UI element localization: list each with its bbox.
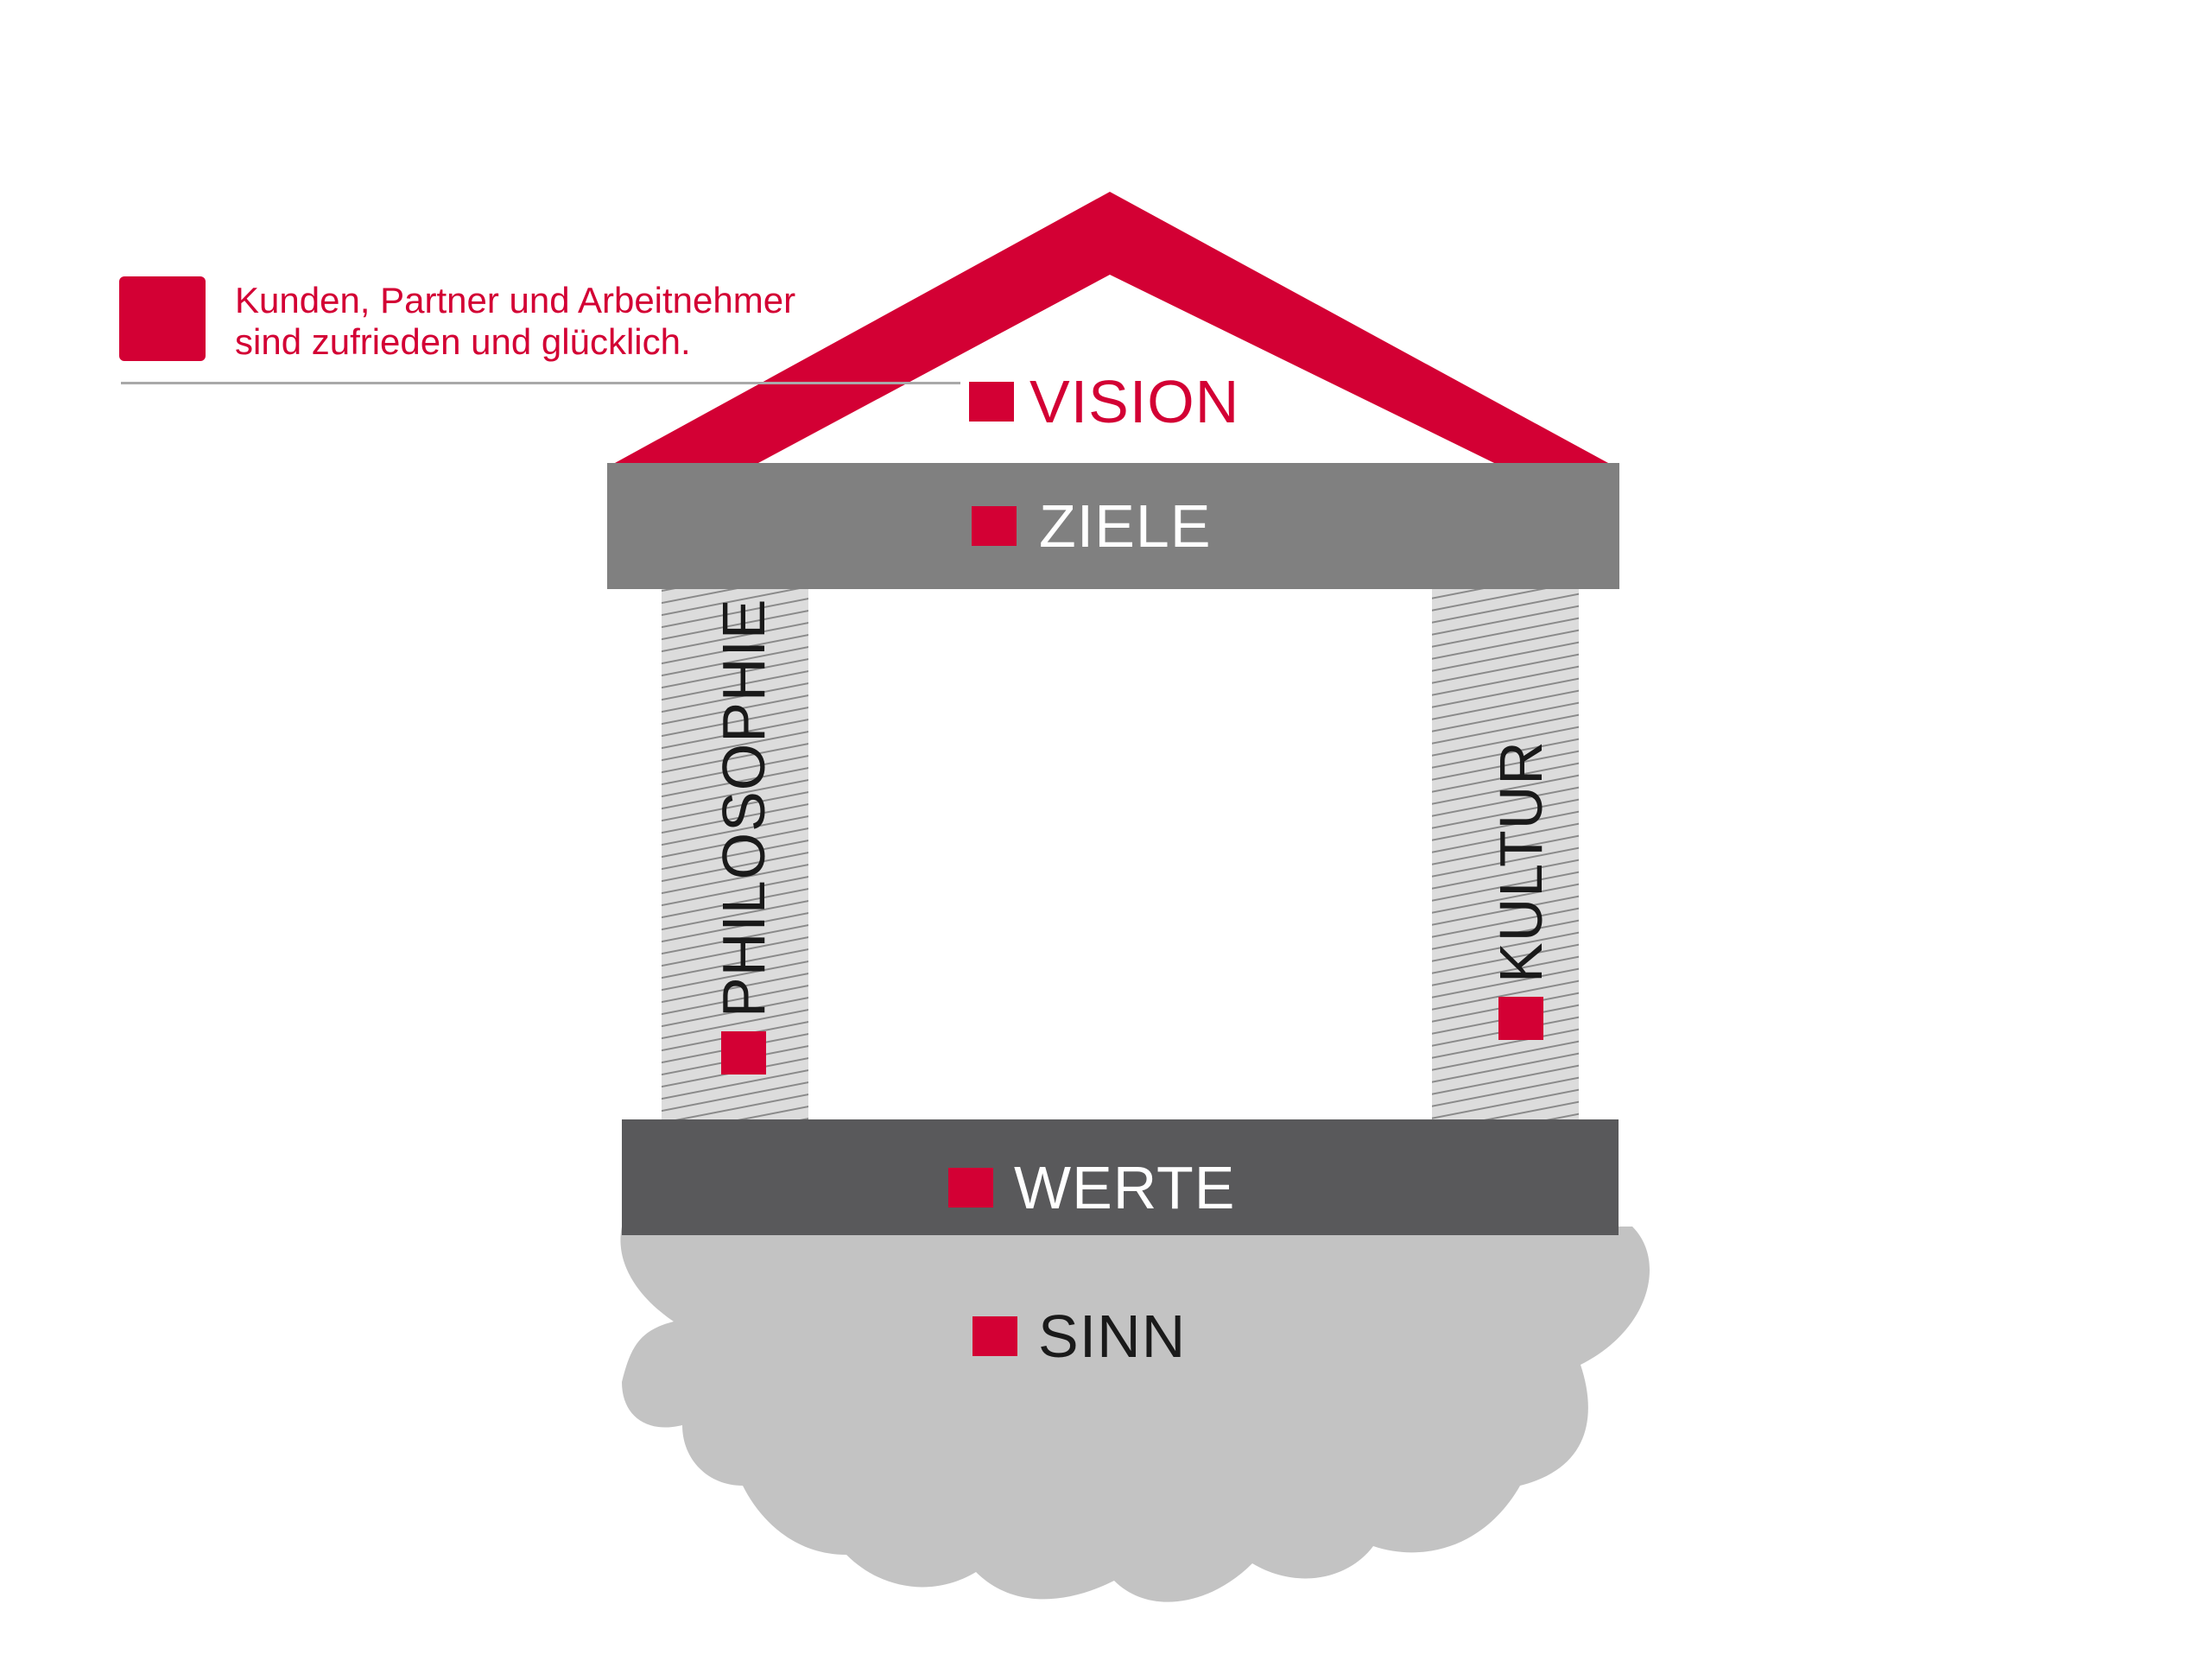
legend-text: Kunden, Partner und Arbeitnehmer sind zu… <box>235 280 795 363</box>
ziele-marker <box>972 506 1017 546</box>
sinn-marker <box>972 1316 1017 1356</box>
vision-marker <box>969 382 1014 422</box>
label-kultur: KULTUR <box>1487 740 1555 1040</box>
kultur-marker <box>1498 997 1543 1040</box>
werte-marker <box>948 1168 993 1208</box>
philosophie-text: PHILOSOPHIE <box>710 598 777 1018</box>
legend-marker <box>119 276 206 361</box>
philosophie-marker <box>721 1031 766 1075</box>
sinn-text: SINN <box>1038 1303 1187 1370</box>
label-vision: VISION <box>969 371 1239 432</box>
roof <box>615 192 1608 463</box>
foundation-cloud <box>620 1227 1650 1602</box>
label-philosophie: PHILOSOPHIE <box>710 598 777 1075</box>
legend-line-2: sind zufrieden und glücklich. <box>235 321 691 362</box>
label-werte: WERTE <box>948 1157 1236 1218</box>
werte-text: WERTE <box>1014 1154 1236 1221</box>
legend-line-1: Kunden, Partner und Arbeitnehmer <box>235 280 796 320</box>
ziele-text: ZIELE <box>1039 492 1212 560</box>
beam-ziele <box>607 463 1619 589</box>
legend-divider <box>121 382 960 384</box>
label-sinn: SINN <box>972 1306 1186 1366</box>
label-ziele: ZIELE <box>972 496 1212 556</box>
beam-werte <box>622 1119 1619 1235</box>
kultur-text: KULTUR <box>1487 740 1555 983</box>
legend: Kunden, Partner und Arbeitnehmer sind zu… <box>119 276 795 363</box>
vision-text: VISION <box>1029 368 1240 435</box>
